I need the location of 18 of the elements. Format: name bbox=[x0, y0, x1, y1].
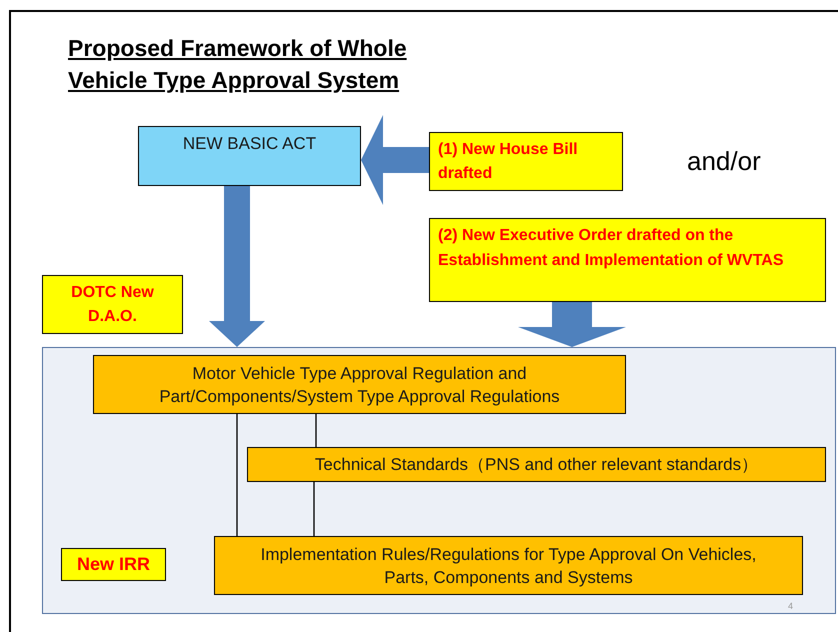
connector-line bbox=[236, 414, 238, 536]
and-or-label: and/or bbox=[687, 145, 761, 178]
act-box: NEW BASIC ACT bbox=[138, 126, 361, 186]
regulation-panel bbox=[42, 347, 836, 614]
block-arrow bbox=[361, 115, 429, 205]
dao-box: DOTC New D.A.O. bbox=[42, 275, 183, 334]
order-box: (2) New Executive Order drafted on the Establishment and Implementation of WVTAS bbox=[429, 218, 826, 302]
rules-box: Implementation Rules/Regulations for Type Approval On Vehicles, Parts, Components and Systems bbox=[214, 536, 803, 595]
page-number: 4 bbox=[788, 600, 794, 613]
regulation-box: Motor Vehicle Type Approval Regulation and Part/Components/System Type Approval Regulations bbox=[93, 355, 626, 414]
block-arrow bbox=[209, 186, 265, 347]
block-arrow bbox=[518, 302, 626, 347]
bill-box: (1) New House Bill drafted bbox=[429, 132, 623, 191]
connector-line bbox=[313, 482, 315, 536]
title: Proposed Framework of Whole Vehicle Type Approval System bbox=[68, 34, 408, 95]
standards-box: Technical Standards（PNS and other relevant standards） bbox=[247, 447, 826, 482]
irr-box: New IRR bbox=[61, 548, 166, 581]
connector-line bbox=[315, 414, 317, 447]
